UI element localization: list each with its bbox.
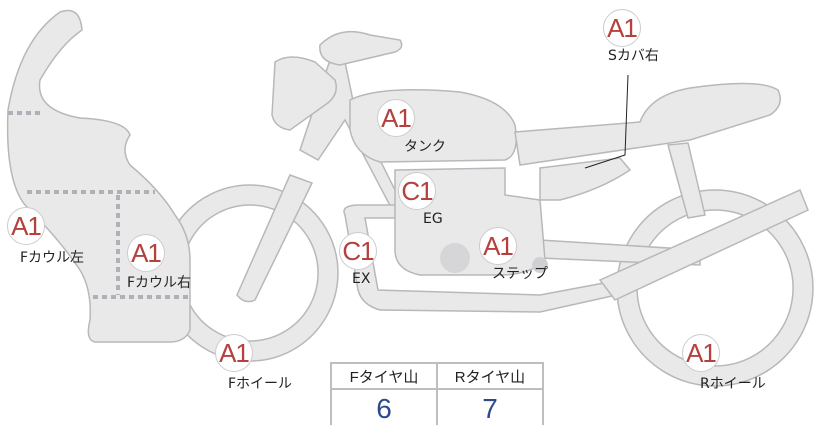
front-fork bbox=[236, 174, 314, 303]
label-r-wheel: Rホイール bbox=[700, 376, 766, 392]
grade-text: A1 bbox=[377, 99, 415, 137]
label-f-cowl-right: Fカウル右 bbox=[127, 275, 192, 291]
exhaust-shape bbox=[343, 204, 632, 313]
label-exhaust: EX bbox=[352, 271, 371, 287]
value-f-tire: 6 bbox=[330, 388, 438, 425]
label-f-wheel: Fホイール bbox=[228, 376, 293, 392]
grade-badge-f-wheel[interactable]: A1 bbox=[215, 334, 253, 372]
step-peg bbox=[532, 257, 548, 273]
tire-tread-table: Fタイヤ山 Rタイヤ山 6 7 bbox=[330, 362, 544, 425]
label-step: ステップ bbox=[492, 266, 548, 282]
rear-wheel-shape bbox=[616, 189, 814, 387]
label-engine: EG bbox=[423, 211, 443, 227]
mirror bbox=[319, 30, 403, 66]
value-r-tire: 7 bbox=[436, 388, 544, 425]
grade-badge-f-cowl-left[interactable]: A1 bbox=[7, 207, 45, 245]
grade-text: A1 bbox=[603, 9, 641, 47]
leader-line bbox=[584, 74, 629, 169]
grade-badge-f-cowl-right[interactable]: A1 bbox=[127, 234, 165, 272]
shock bbox=[667, 142, 706, 219]
label-tank: タンク bbox=[404, 139, 446, 155]
engine-cover bbox=[440, 243, 470, 273]
seat bbox=[514, 82, 781, 166]
grade-text: C1 bbox=[339, 232, 377, 270]
grade-text: A1 bbox=[7, 207, 45, 245]
side-cover bbox=[539, 157, 632, 201]
grade-text: A1 bbox=[127, 234, 165, 272]
label-s-cover-right: Sカバ右 bbox=[608, 48, 659, 64]
grade-text: A1 bbox=[215, 334, 253, 372]
rear-frame bbox=[598, 188, 809, 301]
grade-badge-engine[interactable]: C1 bbox=[398, 172, 436, 210]
grade-text: A1 bbox=[682, 334, 720, 372]
front-cowl bbox=[6, 9, 191, 343]
grade-badge-tank[interactable]: A1 bbox=[377, 99, 415, 137]
header-f-tire: Fタイヤ山 bbox=[330, 362, 438, 390]
header-r-tire: Rタイヤ山 bbox=[436, 362, 544, 390]
grade-badge-step[interactable]: A1 bbox=[479, 227, 517, 265]
grade-badge-s-cover-right[interactable]: A1 bbox=[603, 9, 641, 47]
grade-text: C1 bbox=[398, 172, 436, 210]
grade-badge-r-wheel[interactable]: A1 bbox=[682, 334, 720, 372]
headlight bbox=[271, 56, 337, 131]
grade-text: A1 bbox=[479, 227, 517, 265]
grade-badge-exhaust[interactable]: C1 bbox=[339, 232, 377, 270]
label-f-cowl-left: Fカウル左 bbox=[20, 250, 85, 266]
